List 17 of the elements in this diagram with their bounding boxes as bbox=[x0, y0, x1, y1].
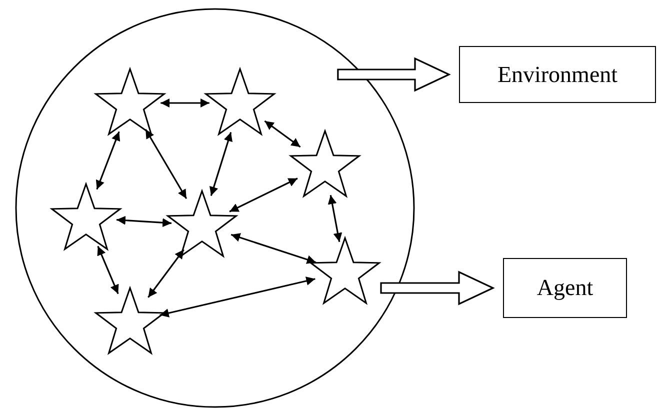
double-arrow bbox=[229, 178, 298, 212]
double-arrow bbox=[97, 246, 119, 294]
double-arrow bbox=[230, 233, 316, 264]
double-arrow bbox=[148, 249, 184, 298]
double-arrow bbox=[96, 131, 120, 190]
double-arrow bbox=[160, 276, 316, 318]
double-arrow bbox=[264, 120, 301, 148]
double-arrow bbox=[144, 129, 188, 199]
double-arrow bbox=[209, 132, 233, 196]
double-arrow bbox=[328, 194, 342, 242]
double-arrow bbox=[116, 216, 172, 228]
text-box: Environment bbox=[459, 46, 656, 103]
text-box: Agent bbox=[503, 258, 627, 318]
double-arrow bbox=[160, 98, 210, 108]
circle-outline bbox=[15, 8, 415, 408]
block-arrow bbox=[337, 57, 451, 92]
block-arrow bbox=[380, 270, 495, 306]
